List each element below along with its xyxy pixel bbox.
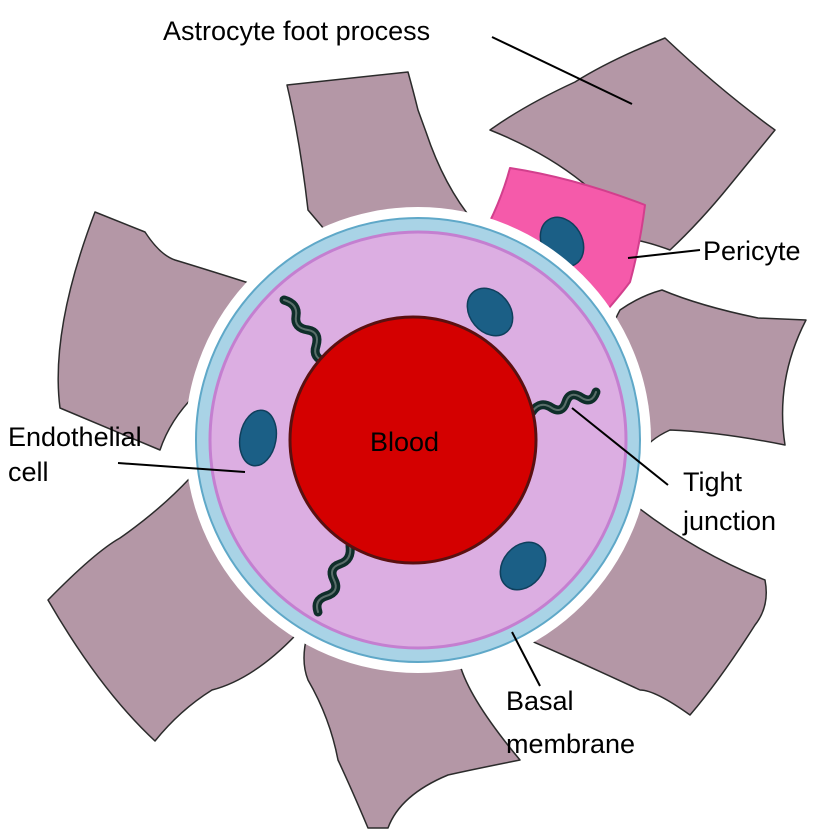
label-pericyte: Pericyte <box>703 236 801 266</box>
label-endothelial-line1: Endothelial <box>8 422 142 452</box>
label-blood: Blood <box>370 427 439 457</box>
label-tight-line2: junction <box>682 506 776 536</box>
leader-pericyte <box>628 250 700 258</box>
label-tight-line1: Tight <box>683 467 743 497</box>
label-basal-line1: Basal <box>506 686 574 716</box>
label-astrocyte-foot-process: Astrocyte foot process <box>163 16 430 46</box>
label-basal-line2: membrane <box>506 729 635 759</box>
label-endothelial-line2: cell <box>8 457 49 487</box>
